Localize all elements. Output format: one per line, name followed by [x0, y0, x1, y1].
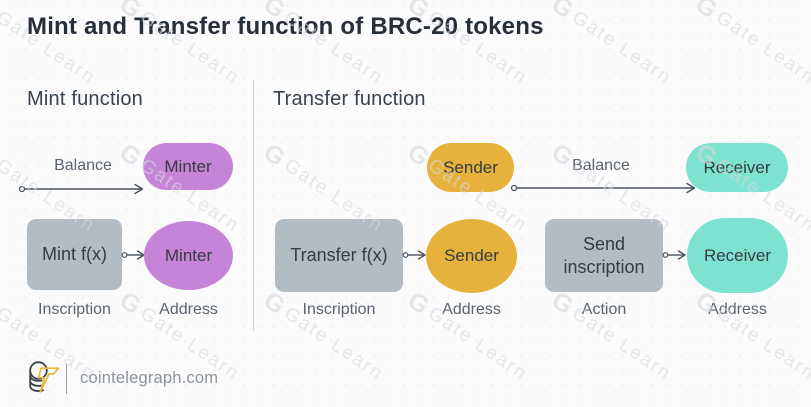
- action-caption: Action: [581, 301, 627, 318]
- transfer-inscription-caption: Inscription: [302, 301, 376, 318]
- receiver-address-caption: Address: [708, 301, 767, 318]
- cointelegraph-logo-icon: [29, 361, 60, 393]
- mint-balance-label: Balance: [54, 157, 112, 174]
- mint-section-heading: Mint function: [27, 88, 143, 110]
- page-title: Mint and Transfer function of BRC-20 tok…: [27, 13, 544, 40]
- section-divider: [253, 80, 254, 331]
- mint-balance-arrow-icon: [18, 183, 144, 195]
- transfer-arrow-icon: [402, 250, 426, 260]
- receiver-label: Receiver: [703, 245, 772, 265]
- send-arrow-icon: [662, 250, 686, 260]
- minter-address-node: Minter: [144, 221, 233, 290]
- footer-site-text: cointelegraph.com: [80, 369, 219, 387]
- receiver-address-node: Receiver: [687, 218, 788, 293]
- send-inscription-box: Send inscription: [545, 219, 663, 292]
- mint-function-label: Mint f(x): [42, 244, 107, 265]
- footer-separator: [66, 364, 67, 394]
- sender-address-node: Sender: [426, 219, 517, 293]
- sender-label: Sender: [443, 157, 498, 177]
- transfer-section-heading: Transfer function: [273, 88, 426, 110]
- mint-inscription-caption: Inscription: [38, 301, 111, 318]
- transfer-function-label: Transfer f(x): [290, 245, 388, 266]
- minter-label: Minter: [164, 245, 213, 265]
- receiver-balance-node: Receiver: [686, 143, 788, 192]
- transfer-balance-label: Balance: [572, 157, 630, 174]
- transfer-balance-arrow-icon: [510, 182, 696, 194]
- minter-balance-node: Minter: [143, 143, 233, 190]
- minter-label: Minter: [164, 156, 212, 176]
- sender-label: Sender: [444, 246, 499, 266]
- mint-function-box: Mint f(x): [27, 219, 122, 290]
- send-inscription-label: Send inscription: [563, 234, 645, 277]
- sender-address-caption: Address: [442, 301, 501, 318]
- receiver-label: Receiver: [703, 157, 771, 177]
- transfer-function-box: Transfer f(x): [275, 219, 403, 292]
- mint-address-caption: Address: [159, 301, 218, 318]
- sender-balance-node: Sender: [427, 143, 514, 192]
